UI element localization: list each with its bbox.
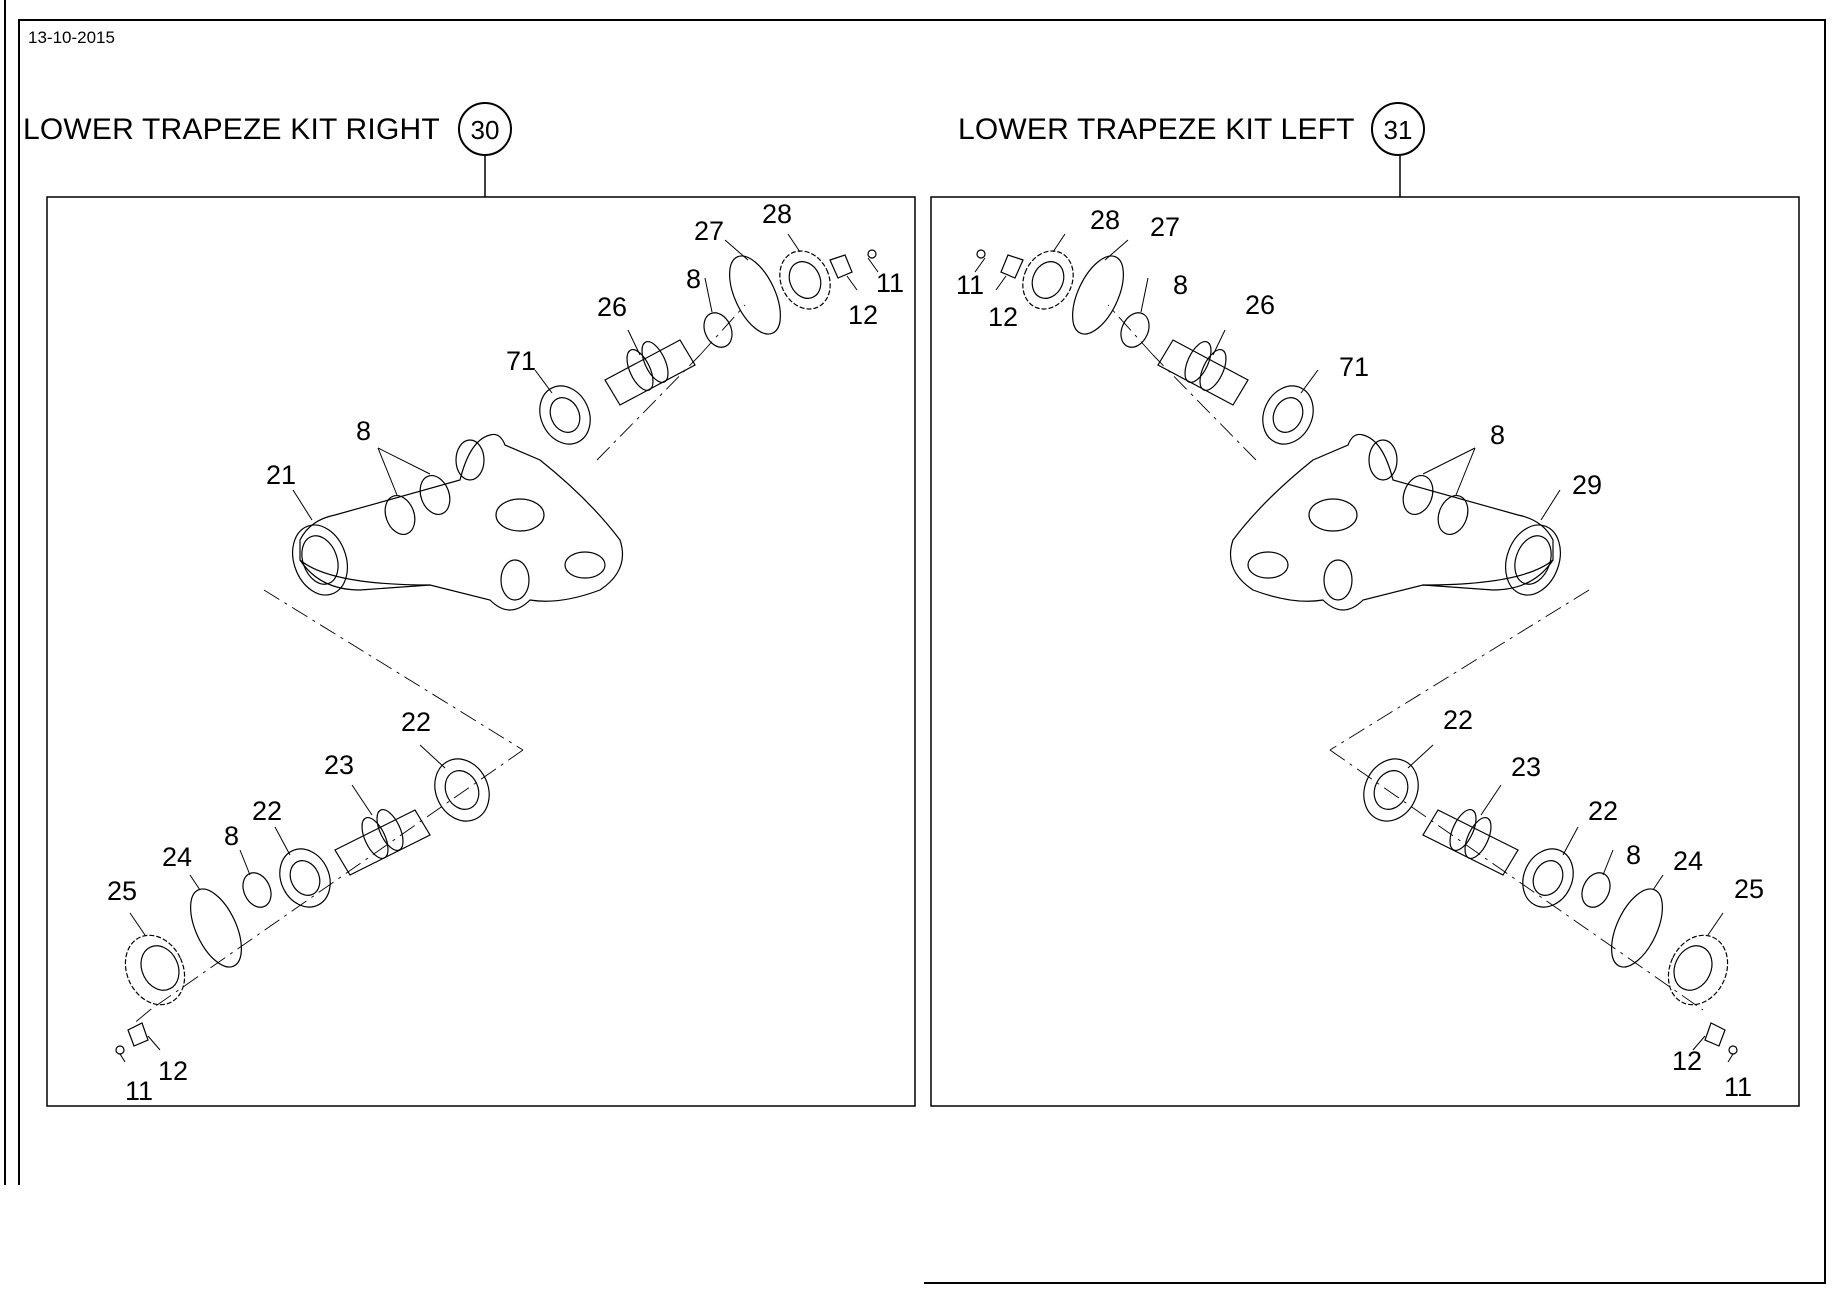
- callout: 71: [1339, 352, 1369, 382]
- callout: 11: [1724, 1072, 1752, 1102]
- callout: 24: [162, 842, 192, 872]
- callout: 8: [686, 264, 701, 294]
- kit-number-left-badge: 31: [1371, 102, 1425, 156]
- bolt-11-lower: [115, 1045, 125, 1055]
- callout: 12: [158, 1056, 188, 1086]
- callout: 25: [1734, 874, 1764, 904]
- callout: 8: [356, 416, 371, 446]
- leader-lines-right: [119, 233, 879, 1063]
- o-ring-27: [729, 255, 781, 335]
- callout: 24: [1673, 846, 1703, 876]
- kit-number-right-badge: 30: [458, 102, 512, 156]
- callout: 8: [1626, 840, 1641, 870]
- seal-ring-8c: [703, 312, 733, 348]
- callout: 25: [107, 876, 137, 906]
- castle-nut-28: [779, 250, 831, 310]
- axis-lines-right: [131, 304, 746, 1026]
- callout: 27: [694, 216, 724, 246]
- trapeze-arm-21: [292, 433, 624, 611]
- seal-ring-8a: [384, 495, 416, 535]
- callout: 8: [224, 821, 239, 851]
- callout: 8: [1173, 270, 1188, 300]
- axis-lines-left: [1107, 304, 1704, 1011]
- bushing-71: [539, 385, 591, 445]
- callouts-left: 28 27 11 8 12 26 71 8 29 22 23 22 8 24 2…: [956, 205, 1764, 1102]
- tab-washer-12-lower: [127, 1022, 149, 1047]
- callout: 22: [401, 707, 431, 737]
- callout: 12: [988, 302, 1018, 332]
- castle-nut-25: [124, 934, 186, 1006]
- callout: 21: [266, 460, 296, 490]
- callout: 12: [848, 300, 878, 330]
- o-ring-24: [190, 888, 242, 968]
- callout: 22: [1443, 705, 1473, 735]
- callout: 28: [762, 199, 792, 229]
- kit-title-left: LOWER TRAPEZE KIT LEFT: [958, 113, 1355, 146]
- callout: 8: [1490, 420, 1505, 450]
- tab-washer-12: [829, 254, 853, 279]
- panel-right-kit: [46, 196, 916, 1107]
- callout: 23: [1511, 752, 1541, 782]
- kit-left-drawing: [974, 233, 1738, 1063]
- kit-right-drawing: [115, 233, 879, 1063]
- callout: 28: [1090, 205, 1120, 235]
- date-stamp: 13-10-2015: [28, 28, 115, 47]
- callout: 26: [597, 292, 627, 322]
- callout: 12: [1672, 1046, 1702, 1076]
- callout: 22: [252, 796, 282, 826]
- callouts-right: 28 27 11 8 12 26 71 8 21 22 23 22 24 8 2…: [107, 199, 904, 1106]
- callout: 11: [125, 1076, 153, 1106]
- callout: 26: [1245, 290, 1275, 320]
- seal-ring-8b: [419, 475, 451, 515]
- kit-title-right: LOWER TRAPEZE KIT RIGHT: [23, 113, 440, 146]
- bearing-22b: [279, 848, 331, 908]
- trapeze-arm-29: [1229, 433, 1561, 611]
- seal-ring-8d: [242, 872, 272, 908]
- callout: 22: [1588, 796, 1618, 826]
- callout: 71: [506, 346, 536, 376]
- callout: 23: [324, 750, 354, 780]
- sheet-border: [18, 19, 1826, 1284]
- pin-26: [604, 339, 696, 406]
- bolt-11: [867, 249, 877, 259]
- panel-left-kit: [930, 196, 1800, 1107]
- callout: 27: [1150, 212, 1180, 242]
- callout: 11: [876, 268, 904, 298]
- callout: 29: [1572, 470, 1602, 500]
- callout: 11: [956, 270, 984, 300]
- pin-23: [334, 809, 431, 876]
- bearing-22a: [434, 758, 490, 822]
